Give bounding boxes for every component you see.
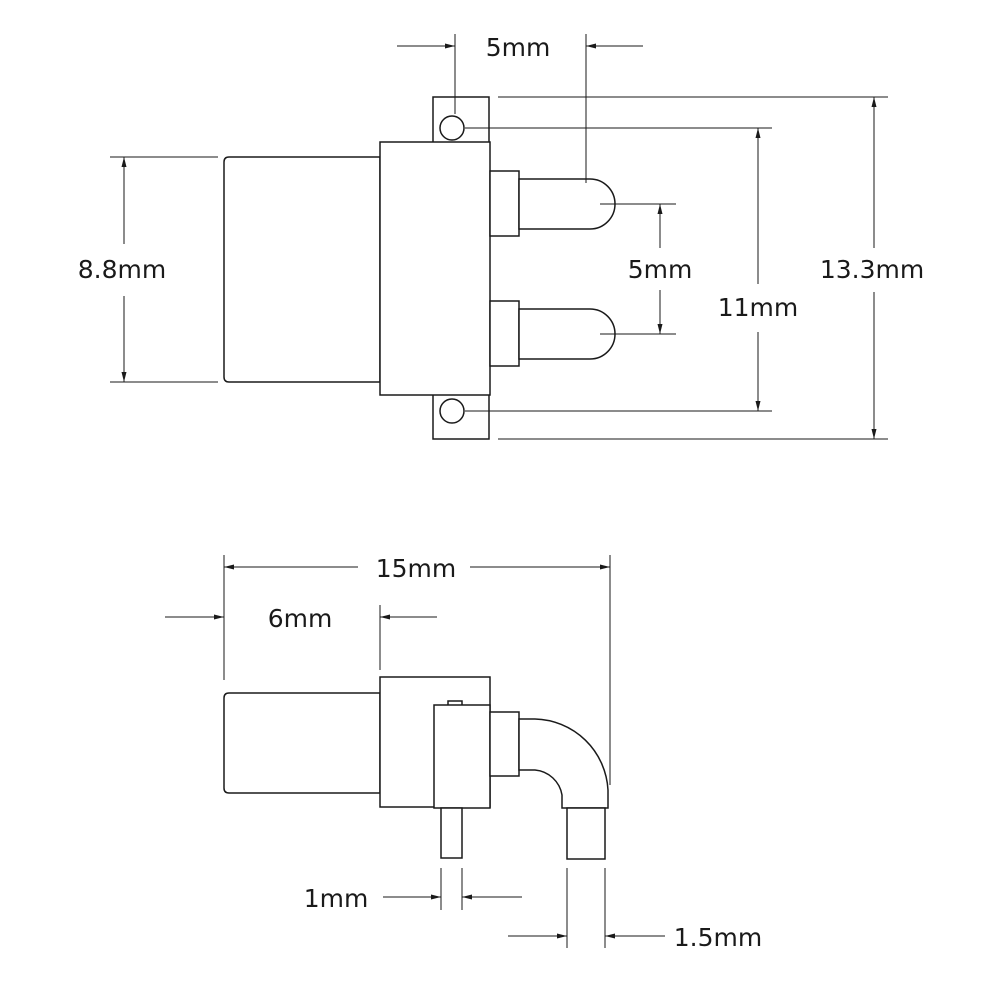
top-view: 5mm 8.8mm 5mm 11mm	[78, 33, 924, 440]
side-front-block	[433, 704, 491, 809]
side-bent-lead	[518, 718, 609, 809]
dim-label-body-length: 6mm	[268, 604, 333, 633]
pin-upper	[518, 178, 616, 230]
dim-label-overall-height: 13.3mm	[820, 255, 924, 284]
dim-label-pin-offset: 5mm	[486, 33, 551, 62]
side-actuator-body	[223, 692, 381, 794]
dim-body-height: 8.8mm	[78, 156, 218, 383]
dim-hole-spacing: 11mm	[465, 127, 799, 412]
dim-label-pin-spacing: 5mm	[628, 255, 693, 284]
dim-pin-offset: 5mm	[397, 33, 643, 183]
dim-label-pin-width: 1mm	[304, 884, 369, 913]
switch-housing	[379, 141, 491, 396]
dim-label-body-height: 8.8mm	[78, 255, 166, 284]
side-view: 15mm 6mm 1mm 1.5mm	[165, 554, 762, 952]
dim-pin-spacing: 5mm	[600, 203, 693, 335]
side-bottom-pin	[440, 807, 463, 859]
pin-collar-upper	[489, 170, 520, 237]
dim-overall-length: 15mm	[223, 554, 611, 785]
dim-body-length: 6mm	[165, 604, 437, 670]
dim-lead-width: 1.5mm	[508, 868, 762, 952]
side-terminal-collar	[489, 711, 520, 777]
mounting-hole-bottom	[439, 398, 465, 424]
pin-lower	[518, 308, 616, 360]
pin-collar-lower	[489, 300, 520, 367]
dim-label-hole-spacing: 11mm	[718, 293, 799, 322]
mounting-hole-top	[439, 115, 465, 141]
side-lead-end	[566, 807, 606, 860]
dim-pin-width: 1mm	[304, 868, 522, 913]
dim-label-lead-width: 1.5mm	[674, 923, 762, 952]
dim-overall-height: 13.3mm	[498, 96, 924, 440]
dim-label-overall-length: 15mm	[376, 554, 457, 583]
actuator-body	[223, 156, 381, 383]
